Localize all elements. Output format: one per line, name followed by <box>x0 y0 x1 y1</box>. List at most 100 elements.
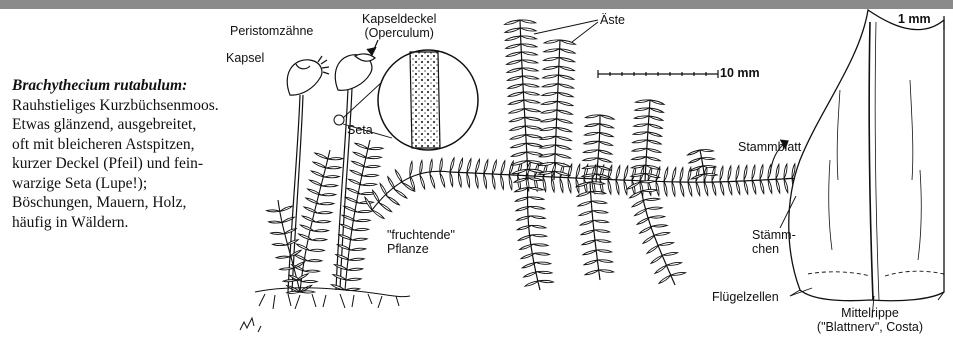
moss-leaf <box>453 158 468 172</box>
moss-leaf <box>558 87 574 103</box>
moss-leaf <box>544 42 560 58</box>
moss-leaf <box>663 247 678 261</box>
moss-leaf <box>540 138 556 154</box>
moss-leaf <box>378 183 390 196</box>
moss-leaf <box>584 135 599 150</box>
moss-leaf <box>511 138 527 154</box>
moss-leaf <box>671 267 686 281</box>
moss-leaf <box>354 222 369 237</box>
moss-leaf <box>351 242 366 257</box>
moss-leaf <box>541 112 557 128</box>
moss-leaf <box>667 257 682 271</box>
moss-leaf <box>648 127 662 142</box>
moss-leaf <box>647 143 661 158</box>
moss-leaf <box>635 94 650 109</box>
moss-leaf <box>658 182 673 197</box>
moss-leaf <box>462 159 477 173</box>
moss-leaf <box>307 253 322 268</box>
moss-leaf <box>584 126 599 141</box>
moss-leaf <box>722 166 737 181</box>
moss-leaf <box>387 195 399 206</box>
moss-leaf <box>747 180 762 194</box>
moss-leaf <box>312 232 327 247</box>
label-mittelrippe-line2: ("Blattnerv", Costa) <box>790 320 950 334</box>
moss-leaf <box>280 202 292 215</box>
moss-leaf <box>770 164 785 179</box>
moss-leaf <box>524 85 540 101</box>
moss-leaf <box>385 177 397 190</box>
moss-leaf <box>699 181 714 195</box>
moss-leaf <box>763 179 778 193</box>
moss-leaf <box>520 21 536 37</box>
moss-leaf <box>531 219 546 234</box>
moss-leaf <box>525 119 541 135</box>
moss-leaf <box>487 160 502 174</box>
moss-leaf <box>348 262 363 277</box>
moss-leaf <box>356 213 371 228</box>
moss-leaf <box>333 270 347 284</box>
moss-leaf <box>647 135 661 150</box>
moss-leaf <box>723 180 738 194</box>
moss-leaf <box>648 201 663 216</box>
moss-leaf <box>556 122 572 138</box>
moss-leaf <box>522 45 538 61</box>
moss-leaf <box>584 255 598 269</box>
moss-leaf <box>362 177 377 192</box>
moss-leaf <box>521 29 537 45</box>
moss-leaf <box>754 165 769 180</box>
moss-leaf <box>542 95 558 111</box>
moss-leaf <box>715 181 730 195</box>
moss-leaf <box>350 252 365 267</box>
moss-leaf <box>650 210 665 225</box>
moss-leaf <box>372 209 384 220</box>
moss-leaf <box>510 129 526 145</box>
moss-leaf <box>326 160 341 175</box>
moss-leaf <box>581 225 595 239</box>
moss-leaf <box>738 165 753 180</box>
moss-leaf <box>578 196 592 210</box>
moss-leaf <box>583 245 597 259</box>
moss-leaf <box>313 158 326 172</box>
moss-leaf <box>537 265 552 280</box>
moss-leaf <box>611 166 626 180</box>
moss-leaf <box>524 102 540 118</box>
moss-leaf <box>536 256 551 271</box>
moss-leaf <box>560 43 576 59</box>
moss-leaf <box>269 215 282 228</box>
label-staemmchen: Stämm- chen <box>752 228 796 256</box>
label-scale-1mm: 1 mm <box>898 12 931 26</box>
moss-leaf <box>486 174 501 189</box>
moss-leaf <box>700 144 713 157</box>
moss-leaf <box>557 104 573 120</box>
moss-leaf <box>655 227 670 241</box>
moss-leaf <box>276 251 289 264</box>
moss-leaf <box>594 214 609 229</box>
label-fruchtende-line2: Pflanze <box>387 242 455 256</box>
moss-leaf <box>328 151 343 166</box>
moss-leaf <box>546 163 561 177</box>
moss-leaf <box>367 150 382 165</box>
moss-leaf <box>434 158 449 173</box>
moss-leaf <box>530 200 545 215</box>
moss-leaf <box>659 237 674 251</box>
moss-leaf <box>461 173 476 188</box>
moss-leaf <box>452 173 467 188</box>
moss-leaf <box>325 169 340 184</box>
moss-leaf <box>558 78 574 94</box>
moss-leaf <box>701 152 714 165</box>
moss-leaf <box>345 282 360 297</box>
moss-leaf <box>541 103 557 119</box>
moss-leaf <box>600 119 614 134</box>
moss-leaf <box>596 234 611 249</box>
moss-leaf <box>525 111 541 127</box>
moss-leaf <box>632 151 647 166</box>
moss-leaf <box>365 159 380 174</box>
moss-leaf <box>579 206 593 220</box>
moss-leaf <box>599 264 614 279</box>
moss-leaf <box>273 238 286 251</box>
label-aeste: Äste <box>600 13 625 27</box>
moss-leaf <box>582 235 596 249</box>
moss-leaf <box>271 227 284 240</box>
moss-leaf <box>556 130 572 146</box>
moss-leaf <box>600 110 614 125</box>
